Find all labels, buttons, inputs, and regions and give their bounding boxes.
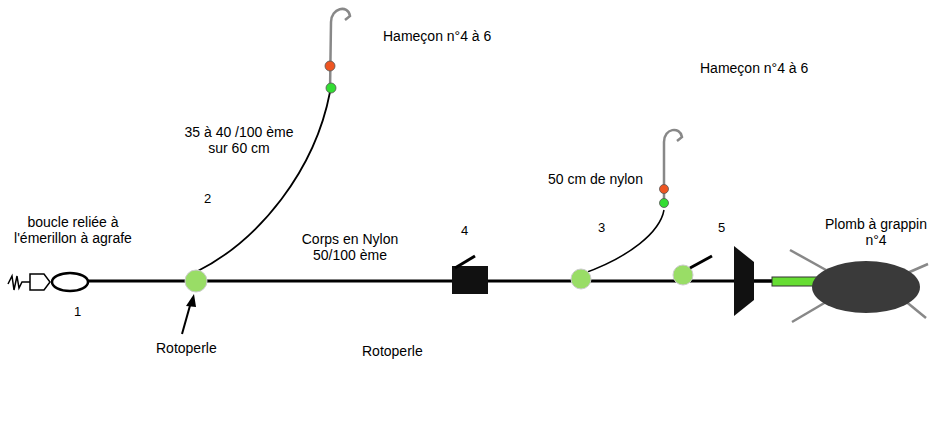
bead (660, 199, 669, 208)
hook-label: Hameçon n°4 à 6 (700, 60, 808, 76)
callout-number: 2 (204, 192, 211, 207)
grapnel-wires (790, 250, 928, 322)
line-spec: 50 cm de nylon (548, 171, 643, 187)
line-spec: Corps en Nylon 50/100 ème (282, 231, 418, 263)
stop-float (452, 266, 488, 294)
callout-number: 5 (718, 221, 725, 236)
stopper (690, 256, 712, 268)
bead (325, 61, 335, 71)
hook (664, 130, 682, 206)
part-label: Plomb à grappin n°4 (820, 216, 932, 248)
part-label: Rotoperle (362, 343, 423, 359)
callout-number: 1 (74, 305, 81, 320)
tube (772, 277, 818, 286)
snood-line (582, 210, 664, 274)
leader-arrow-head (186, 294, 196, 307)
callout-number: 3 (598, 221, 605, 236)
callout-number: 4 (461, 224, 468, 239)
line-spec: 35 à 40 /100 ème sur 60 cm (180, 124, 298, 156)
bead (660, 185, 669, 194)
grapnel-sinker (812, 261, 920, 313)
leader-arrow (182, 302, 191, 334)
rotoperle (571, 269, 591, 289)
rotoperle (185, 270, 207, 292)
stopper (455, 256, 475, 268)
part-label: boucle reliée à l'émerillon à agrafe (2, 214, 144, 246)
bead (326, 83, 336, 93)
cone (734, 246, 754, 316)
hook (330, 9, 350, 92)
snap-swivel (8, 273, 88, 291)
part-label: Rotoperle (156, 340, 217, 356)
hook-label: Hameçon n°4 à 6 (383, 28, 491, 44)
